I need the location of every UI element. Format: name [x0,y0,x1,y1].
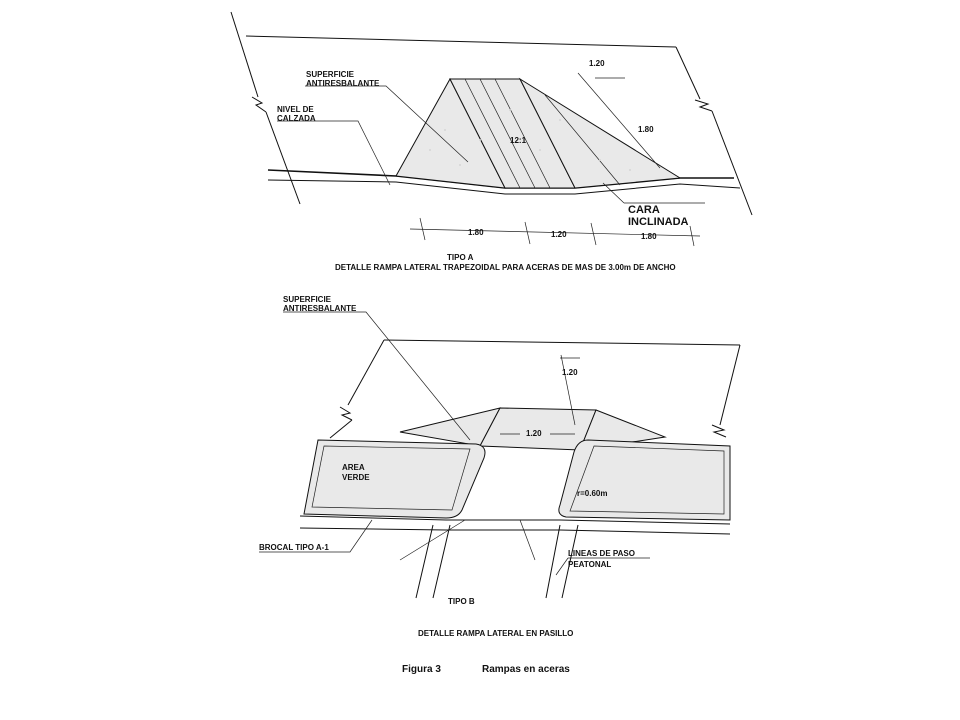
a-dim-bottom-3: 1.80 [641,232,657,241]
green-area-right [558,439,731,521]
a-level-label-2: CALZADA [277,114,316,123]
a-dim-diag: 1.80 [638,125,654,134]
b-dim-top: 1.20 [562,368,578,377]
b-curb-label: BROCAL TIPO A-1 [259,543,329,552]
a-level-label-1: NIVEL DE [277,105,314,114]
a-face-label-2: INCLINADA [628,216,689,228]
b-dim-mid: 1.20 [526,429,542,438]
diagram-a: SUPERFICIE ANTIRESBALANTE NIVEL DE CALZA… [230,11,753,272]
b-green-label-2: VERDE [342,473,370,482]
diagram-b: SUPERFICIE ANTIRESBALANTE 1.20 1.20 AREA… [259,295,741,638]
b-surface-label-1: SUPERFICIE [283,295,332,304]
b-title: DETALLE RAMPA LATERAL EN PASILLO [418,629,573,638]
b-radius-label: r=0.60m [577,489,607,498]
a-surface-label-2: ANTIRESBALANTE [306,79,380,88]
green-area-left [303,439,486,519]
a-type-label: TIPO A [447,253,474,262]
ramp-right-wing [518,77,682,189]
b-crossing-label-1: LINEAS DE PASO [568,549,635,558]
a-slope-label: 12:1 [510,136,527,145]
a-title: DETALLE RAMPA LATERAL TRAPEZOIDAL PARA A… [335,263,676,272]
a-face-label-1: CARA [628,204,660,216]
b-green-label-1: AREA [342,463,365,472]
a-dim-bottom-2: 1.20 [551,230,567,239]
b-type-label: TIPO B [448,597,475,606]
figure-number: Figura 3 [402,664,441,675]
a-dim-bottom-1: 1.80 [468,228,484,237]
b-crossing-label-2: PEATONAL [568,560,611,569]
figure-caption: Rampas en aceras [482,664,570,675]
b-surface-label-2: ANTIRESBALANTE [283,304,357,313]
a-dim-top: 1.20 [589,59,605,68]
a-surface-label-1: SUPERFICIE [306,70,355,79]
